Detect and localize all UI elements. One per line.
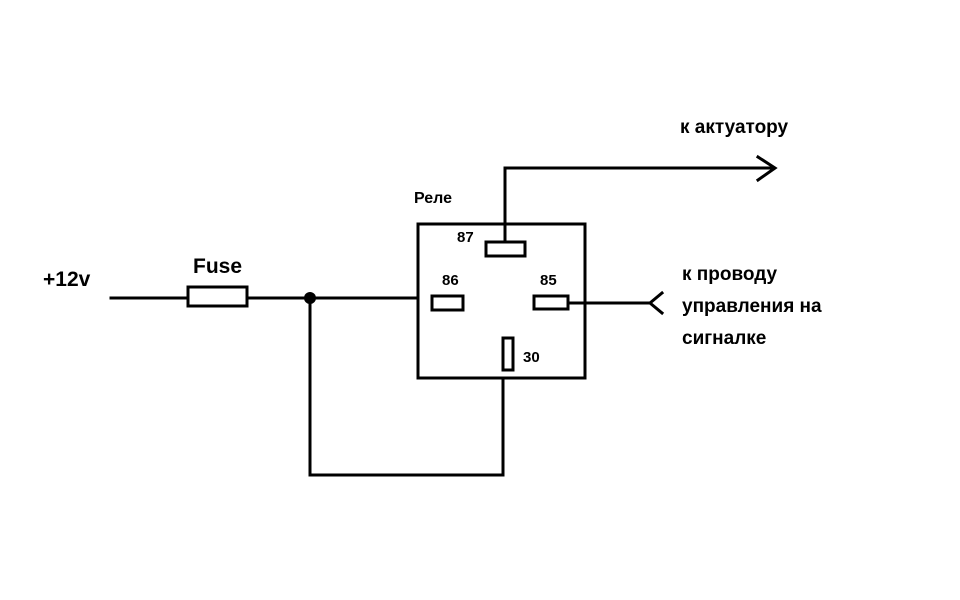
- fuse-symbol: [186, 285, 249, 308]
- actuator-label: к актуатору: [680, 117, 789, 138]
- relay-title: Реле: [414, 190, 452, 207]
- junction-to-pin30-wire: [308, 296, 505, 477]
- alarm-fork-icon: [647, 290, 665, 316]
- supply-label: +12v: [43, 268, 91, 291]
- pin-30-label: 30: [523, 349, 540, 366]
- pin-86-terminal: [430, 294, 465, 312]
- pin-86-label: 86: [442, 272, 459, 289]
- pin-87-terminal: [484, 240, 527, 258]
- pin-85-terminal: [532, 294, 570, 311]
- actuator-arrow-icon: [755, 154, 778, 183]
- fuse-label: Fuse: [193, 255, 242, 278]
- pin87-to-actuator-wire: [503, 166, 774, 244]
- pin-30-terminal: [501, 336, 515, 372]
- alarm-label-line3: сигналке: [682, 328, 766, 349]
- alarm-label-line2: управления на: [682, 296, 822, 317]
- pin-85-label: 85: [540, 272, 557, 289]
- alarm-label-line1: к проводу: [682, 264, 778, 285]
- pin-87-label: 87: [457, 229, 474, 246]
